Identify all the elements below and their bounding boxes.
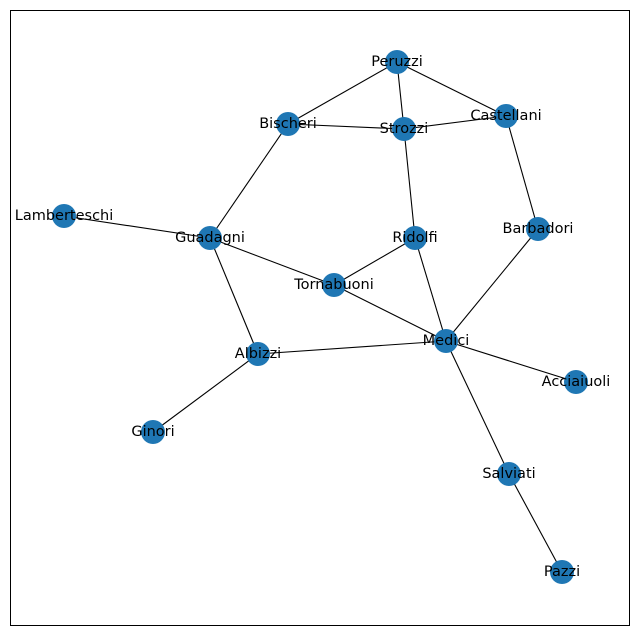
nodes [52, 50, 588, 584]
node-label-pazzi: Pazzi [544, 564, 580, 580]
node-peruzzi [385, 50, 409, 74]
node-bischeri [276, 112, 300, 136]
edge-strozzi-ridolfi [403, 128, 416, 239]
edge-bischeri-guadagni [209, 123, 289, 239]
node-ginori [141, 420, 165, 444]
node-label-acciaiuoli: Acciaiuoli [542, 374, 611, 390]
node-label-albizzi: Albizzi [235, 346, 281, 362]
node-barbadori [526, 217, 550, 241]
edge-medici-albizzi [257, 340, 447, 355]
node-acciaiuoli [564, 370, 588, 394]
node-tornabuoni [322, 273, 346, 297]
edge-lamberteschi-guadagni [63, 215, 211, 239]
edge-salviati-pazzi [508, 473, 563, 573]
edges [63, 61, 577, 573]
node-medici [434, 329, 458, 353]
node-label-ginori: Ginori [131, 424, 174, 440]
edge-tornabuoni-medici [333, 284, 447, 342]
node-ridolfi [403, 226, 427, 250]
node-label-barbadori: Barbadori [503, 221, 574, 237]
node-salviati [497, 462, 521, 486]
node-castellani [494, 104, 518, 128]
node-label-strozzi: Strozzi [380, 121, 429, 137]
node-guadagni [198, 226, 222, 250]
edge-peruzzi-bischeri [287, 61, 398, 125]
node-strozzi [392, 117, 416, 141]
edge-guadagni-albizzi [209, 237, 259, 355]
edge-guadagni-tornabuoni [209, 237, 335, 286]
node-label-bischeri: Bischeri [259, 116, 317, 132]
edge-castellani-barbadori [505, 115, 539, 230]
edge-medici-acciaiuoli [445, 340, 577, 383]
edge-peruzzi-castellani [396, 61, 507, 117]
edge-strozzi-castellani [403, 115, 507, 130]
edge-ridolfi-tornabuoni [333, 237, 416, 286]
edge-medici-salviati [445, 340, 510, 475]
node-pazzi [550, 560, 574, 584]
node-label-medici: Medici [423, 333, 470, 349]
node-label-tornabuoni: Tornabuoni [293, 277, 374, 293]
node-label-castellani: Castellani [470, 108, 541, 124]
plot-frame [10, 10, 630, 626]
node-label-peruzzi: Peruzzi [371, 54, 423, 70]
edge-ridolfi-medici [414, 237, 447, 342]
node-label-lamberteschi: Lamberteschi [15, 208, 114, 224]
node-label-guadagni: Guadagni [175, 230, 245, 246]
node-label-ridolfi: Ridolfi [392, 230, 437, 246]
node-lamberteschi [52, 204, 76, 228]
node-albizzi [246, 342, 270, 366]
edge-barbadori-medici [445, 228, 539, 342]
edge-albizzi-ginori [152, 353, 259, 433]
node-label-salviati: Salviati [482, 466, 535, 482]
edge-bischeri-strozzi [287, 123, 405, 130]
